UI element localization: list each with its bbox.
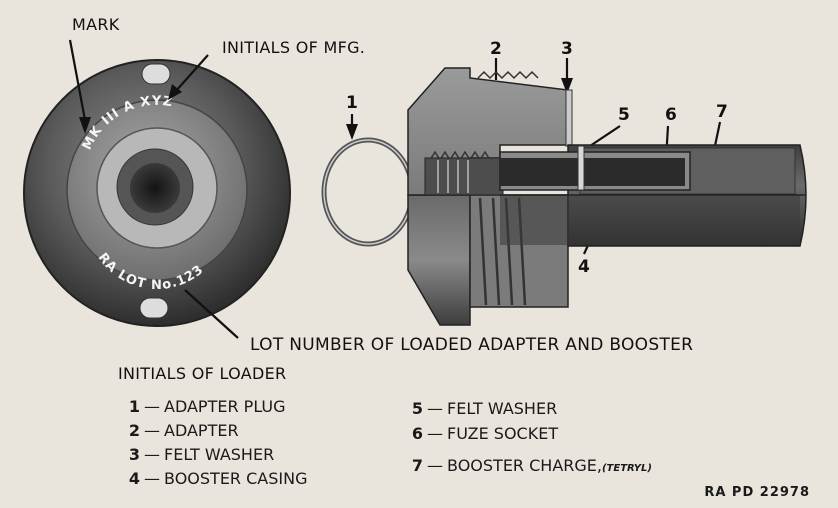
legend-dash: —	[427, 456, 443, 475]
legend-label: FUZE SOCKET	[447, 424, 559, 443]
legend-number: 3	[128, 445, 140, 464]
legend-number: 2	[128, 421, 140, 440]
felt-washer-5	[577, 145, 585, 191]
part-number-3: 3	[561, 39, 573, 59]
legend-label: ADAPTER	[164, 421, 239, 440]
legend-dash: —	[144, 469, 160, 488]
legend-item-3: 3—FELT WASHER	[122, 445, 274, 464]
legend-note: (TETRYL)	[601, 463, 652, 474]
leader-lines	[68, 39, 722, 339]
legend-item-5: 5—FELT WASHER	[405, 399, 557, 418]
legend-label: FELT WASHER	[447, 399, 558, 418]
adapter-center-hole	[130, 163, 180, 213]
legend-dash: —	[144, 397, 160, 416]
callout-initials-mfg: INITIALS OF MFG.	[222, 38, 366, 57]
figure-reference: RA PD 22978	[704, 485, 810, 500]
part-number-4: 4	[578, 257, 590, 277]
legend-label: FELT WASHER	[164, 445, 275, 464]
legend-dash: —	[144, 445, 160, 464]
legend-number: 4	[128, 469, 140, 488]
part-number-1: 1	[346, 93, 358, 113]
part-number-2: 2	[490, 39, 502, 59]
spanner-notch-bottom	[139, 297, 169, 319]
legend-number: 6	[411, 424, 423, 443]
adapter-plug	[424, 157, 504, 196]
legend-label: BOOSTER CHARGE,	[447, 456, 602, 475]
felt-washer-3	[565, 89, 573, 147]
legend-item-6: 6—FUZE SOCKET	[405, 424, 558, 443]
callout-mark: MARK	[72, 15, 120, 34]
legend-dash: —	[427, 399, 443, 418]
adapter-section-view	[321, 67, 807, 326]
part-number-5: 5	[618, 105, 630, 125]
callout-initials-loader: INITIALS OF LOADER	[118, 364, 287, 383]
spanner-notch-top	[141, 63, 171, 85]
part-number-6: 6	[665, 105, 677, 125]
legend-dash: —	[144, 421, 160, 440]
legend-item-2: 2—ADAPTER	[122, 421, 239, 440]
legend-item-7: 7—BOOSTER CHARGE,(TETRYL)	[405, 456, 652, 475]
legend-dash: —	[427, 424, 443, 443]
legend-label: ADAPTER PLUG	[164, 397, 286, 416]
legend-item-4: 4—BOOSTER CASING	[122, 469, 308, 488]
callout-lot-number: LOT NUMBER OF LOADED ADAPTER AND BOOSTER	[250, 335, 694, 355]
part-number-7: 7	[716, 102, 728, 122]
legend-number: 5	[411, 399, 423, 418]
legend-label: BOOSTER CASING	[164, 469, 308, 488]
legend-item-1: 1—ADAPTER PLUG	[122, 397, 286, 416]
legend-number: 7	[411, 456, 423, 475]
adapter-body-exterior	[407, 194, 471, 326]
legend-number: 1	[128, 397, 140, 416]
adapter-face-view: MK III A XYZ RA LOT No.123	[23, 59, 291, 327]
